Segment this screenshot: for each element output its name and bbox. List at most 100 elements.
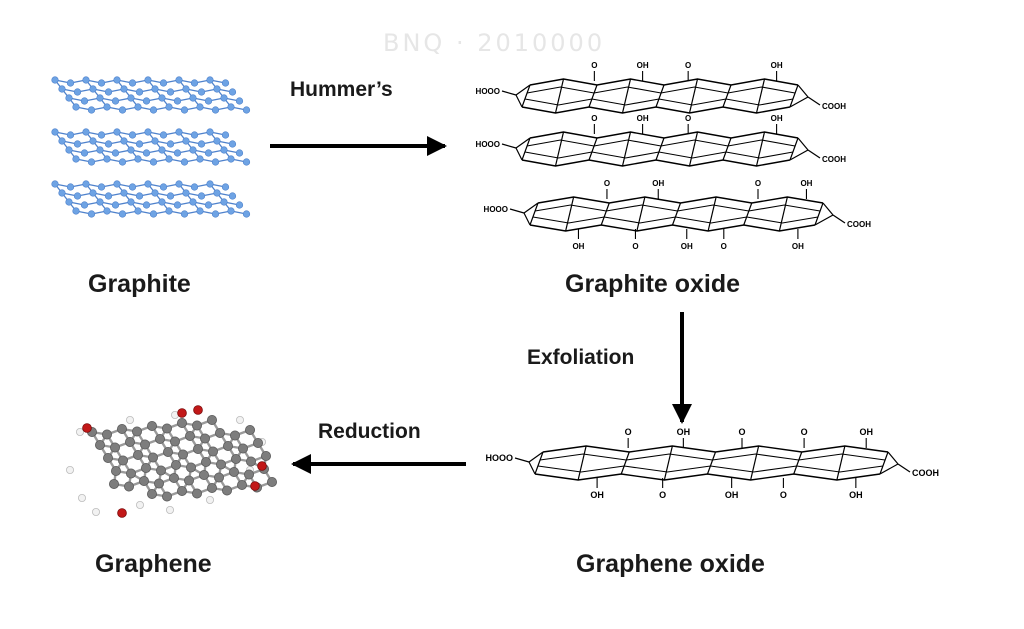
carbon-atom <box>120 189 128 197</box>
cooh-group: COOH <box>847 220 871 229</box>
carbon-atom <box>103 103 111 111</box>
oxygen-atom <box>257 461 267 471</box>
carbon-atom <box>214 427 225 438</box>
carbon-atom <box>151 85 159 93</box>
carbon-atom <box>104 88 113 96</box>
hydrogen-atom <box>66 465 75 474</box>
carbon-atom <box>118 455 129 466</box>
carbon-atom <box>125 436 136 447</box>
carbon-atom <box>185 462 196 473</box>
carbon-atom <box>82 128 90 136</box>
carbon-atom <box>111 149 120 157</box>
carbon-atom <box>120 85 128 93</box>
carbon-atom <box>89 137 97 145</box>
oxygen-group: O <box>685 61 691 70</box>
carbon-atom <box>153 478 164 489</box>
carbon-atom <box>213 137 221 145</box>
carbon-atom <box>127 146 135 154</box>
carbon-atom <box>184 430 195 441</box>
carbon-atom <box>245 456 256 467</box>
carbon-atom <box>168 472 179 483</box>
carbon-atom <box>237 443 248 454</box>
carbon-atom <box>189 94 197 102</box>
carbon-atom <box>134 103 142 111</box>
hydrogen-atom <box>205 495 214 504</box>
carbon-atom <box>213 85 221 93</box>
carbon-atom <box>175 76 183 84</box>
oxygen-group: O <box>591 114 597 123</box>
carbon-atom <box>124 481 135 492</box>
carbon-atom <box>228 192 237 200</box>
carbon-atom <box>206 76 214 84</box>
carbon-atom <box>182 137 190 145</box>
carbon-atom <box>169 436 180 447</box>
carbon-atom <box>120 137 128 145</box>
carbon-atom <box>82 180 90 188</box>
carbon-atom <box>159 79 168 87</box>
carbon-atom <box>176 417 187 428</box>
hydrogen-atom <box>78 493 87 502</box>
carbon-atom <box>221 485 232 496</box>
carbon-atom <box>175 180 183 188</box>
hydroxyl-group: OH <box>590 490 604 500</box>
hydrogen-atom <box>92 507 101 516</box>
carbon-atom <box>236 479 247 490</box>
carbon-atom <box>180 210 189 218</box>
oxygen-group: O <box>625 427 632 437</box>
carbon-atom <box>242 158 251 166</box>
carbon-atom <box>51 76 59 84</box>
carbon-atom <box>80 97 89 105</box>
carbon-atom <box>111 201 120 209</box>
carbon-atom <box>190 131 199 139</box>
cooh-group: COOH <box>822 155 846 164</box>
carbon-atom <box>111 97 120 105</box>
carbon-atom <box>138 475 149 486</box>
carbon-atom <box>66 131 75 139</box>
carbon-atom <box>51 180 59 188</box>
carbon-atom <box>196 103 204 111</box>
carbon-atom <box>110 442 121 453</box>
carbon-atom <box>151 137 159 145</box>
carbon-atom <box>159 131 168 139</box>
hydroxyl-group: OH <box>771 114 783 123</box>
carbon-atom <box>166 88 175 96</box>
carbon-atom <box>82 76 90 84</box>
oxygen-group: O <box>721 242 727 251</box>
oxygen-atom <box>193 405 203 415</box>
carbon-atom <box>199 433 210 444</box>
carbon-atom <box>149 158 158 166</box>
carbon-atom <box>80 201 89 209</box>
hooo-group: HOOO <box>476 140 500 149</box>
oxygen-atom <box>250 481 260 491</box>
carbon-atom <box>220 146 228 154</box>
carbon-atom <box>189 146 197 154</box>
watermark: BNQ · 2010000 <box>383 29 606 57</box>
carbon-atom <box>220 198 228 206</box>
oxygen-atom <box>177 408 187 418</box>
graphite-layers-illustration <box>51 76 251 218</box>
carbon-atom <box>266 476 277 487</box>
carbon-atom <box>51 128 59 136</box>
carbon-atom <box>213 189 221 197</box>
carbon-atom <box>139 439 150 450</box>
hydrogen-atom <box>135 500 144 509</box>
carbon-atom <box>166 140 175 148</box>
carbon-atom <box>165 103 173 111</box>
carbon-atom <box>149 106 158 114</box>
carbon-atom <box>135 88 144 96</box>
oxygen-group: O <box>604 179 610 188</box>
carbon-atom <box>182 85 190 93</box>
carbon-atom <box>65 94 73 102</box>
carbon-atom <box>103 155 111 163</box>
carbon-atom <box>197 192 206 200</box>
carbon-atom <box>235 149 244 157</box>
carbon-atom <box>151 189 159 197</box>
carbon-atom <box>227 103 235 111</box>
carbon-atom <box>158 198 166 206</box>
carbon-atom <box>146 488 157 499</box>
carbon-atom <box>132 449 143 460</box>
carbon-atom <box>197 140 206 148</box>
carbon-atom <box>73 88 82 96</box>
carbon-atom <box>142 149 151 157</box>
